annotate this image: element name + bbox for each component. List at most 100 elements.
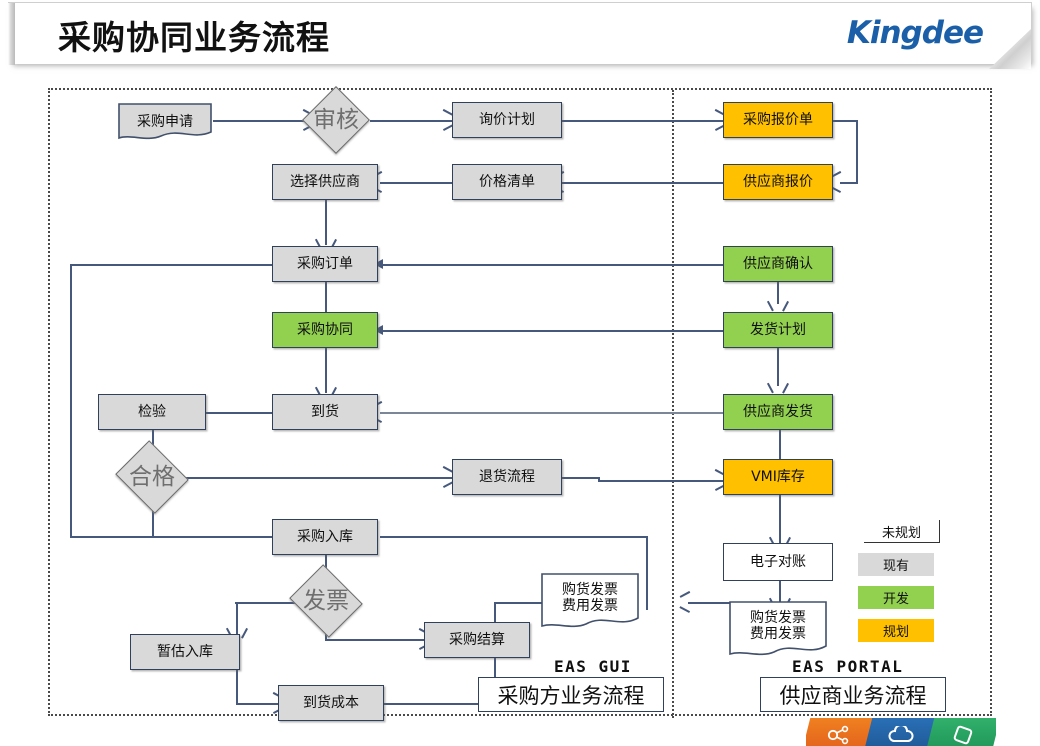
node-label: 供应商报价: [743, 173, 813, 190]
connector-request-to-review: [213, 120, 311, 122]
node-label: 采购入库: [297, 528, 353, 545]
decorative-badge-strip: [806, 718, 996, 746]
node-label: 采购申请: [137, 113, 193, 130]
node-purchase-request[interactable]: 采购申请: [117, 102, 213, 142]
connector-quotation-hook-bottom: [840, 182, 858, 184]
node-arrival-cost[interactable]: 到货成本: [278, 685, 384, 721]
node-label: 询价计划: [479, 111, 535, 128]
connector-arrival-to-inspection: [202, 412, 324, 414]
node-supplier-confirm[interactable]: 供应商确认: [723, 246, 833, 282]
node-return-process[interactable]: 退货流程: [452, 459, 562, 495]
legend-label: 规划: [882, 625, 909, 640]
connector-order-loop-top: [70, 264, 323, 266]
node-label: 到货: [311, 403, 339, 420]
arrowhead: [374, 259, 383, 269]
node-label: 发票: [303, 587, 349, 614]
node-provisional-inbound[interactable]: 暂估入库: [130, 634, 240, 670]
arrowhead: [772, 300, 784, 310]
arrowhead: [680, 596, 690, 608]
node-invoice-document-right[interactable]: 购货发票 费用发票: [728, 600, 828, 658]
left-flow-title-box[interactable]: 采购方业务流程: [478, 677, 664, 712]
arrowhead: [442, 114, 452, 126]
right-flow-title-box[interactable]: 供应商业务流程: [760, 677, 946, 712]
connector-provisional-to-cost-v: [236, 670, 238, 704]
arrowhead: [772, 382, 784, 392]
node-label: 价格清单: [479, 173, 535, 190]
connector-inquiry-to-quotation: [562, 120, 723, 122]
node-label: 采购结算: [449, 631, 505, 648]
connector-vmi-to-reconcile: [779, 495, 781, 543]
node-purchase-collaboration[interactable]: 采购协同: [272, 312, 378, 348]
node-supplier-quotation[interactable]: 供应商报价: [723, 164, 833, 200]
connector-reconcile-to-invoicedoc: [779, 561, 781, 604]
node-label: 审核: [313, 106, 359, 133]
flowchart-canvas: 采购申请 审核 询价计划 采购报价单 供应商报价 选择供应商 价格清单 采购订: [48, 86, 992, 721]
page-fold-icon: [989, 29, 1031, 69]
column-divider: [672, 90, 674, 718]
title-left-accent: [8, 3, 15, 65]
legend-item-development: 开发: [858, 586, 934, 609]
connector-qualified-to-inbound-h: [152, 536, 324, 538]
document-shape-icon: [118, 103, 212, 140]
connector-collab-to-arrival: [325, 348, 327, 393]
node-qualified[interactable]: 合格: [115, 440, 189, 514]
node-purchase-order[interactable]: 采购订单: [272, 246, 378, 282]
connector-deliveryplan-to-collab: [380, 330, 723, 332]
node-delivery-plan[interactable]: 发货计划: [723, 312, 833, 348]
node-label: 到货成本: [303, 694, 359, 711]
node-purchase-inbound[interactable]: 采购入库: [272, 519, 378, 555]
connector-invoice-to-provisional-h: [235, 602, 309, 604]
node-purchase-settlement[interactable]: 采购结算: [424, 622, 530, 658]
legend-item-unplanned: 未规划: [864, 520, 940, 543]
node-label: 采购报价单: [743, 111, 813, 128]
legend-item-existing: 现有: [858, 553, 934, 576]
arrowhead: [374, 325, 383, 335]
connector-pricelist-to-selectsupplier: [380, 182, 452, 184]
legend-label: 开发: [882, 592, 909, 607]
node-supplier-delivery[interactable]: 供应商发货: [723, 394, 833, 430]
right-system-label: EAS PORTAL: [792, 657, 904, 676]
connector-supplierconfirm-to-order: [380, 264, 723, 266]
node-invoice-document-left[interactable]: 购货发票 费用发票: [540, 572, 640, 630]
connector-return-to-vmi-b: [598, 477, 600, 481]
connector-invoice-to-provisional-v: [236, 602, 238, 634]
node-electronic-reconciliation[interactable]: 电子对账: [723, 543, 833, 581]
connector-review-to-inquiry: [370, 120, 452, 122]
node-inspection[interactable]: 检验: [98, 394, 206, 430]
right-flow-title: 供应商业务流程: [779, 683, 927, 708]
diamond-outline-icon: [925, 718, 996, 746]
connector-supplierdelivery-to-vmi: [779, 430, 781, 472]
left-flow-title: 采购方业务流程: [497, 683, 645, 708]
node-label: 供应商发货: [743, 403, 813, 420]
node-vmi-stock[interactable]: VMI库存: [723, 459, 833, 495]
left-system-label: EAS GUI: [554, 657, 632, 676]
node-price-list[interactable]: 价格清单: [452, 164, 562, 200]
connector-settlement-to-invoicedoc-v: [494, 602, 496, 630]
node-label: 检验: [138, 403, 166, 420]
node-label: 电子对账: [750, 553, 806, 570]
node-label: 采购协同: [297, 321, 353, 338]
node-inquiry-plan[interactable]: 询价计划: [452, 102, 562, 138]
node-arrival[interactable]: 到货: [272, 394, 378, 430]
cloud-icon: [863, 718, 939, 746]
node-label: 发货计划: [750, 321, 806, 338]
connector-invoice-to-settlement-h: [325, 639, 425, 641]
node-review[interactable]: 审核: [302, 86, 370, 154]
legend-label: 未规划: [881, 525, 921, 541]
node-label-line1: 购货发票: [562, 581, 618, 598]
page-title: 采购协同业务流程: [58, 18, 330, 57]
node-label: 供应商确认: [743, 255, 813, 272]
connector-order-to-collab: [325, 282, 327, 320]
node-purchase-quotation[interactable]: 采购报价单: [723, 102, 833, 138]
node-select-supplier[interactable]: 选择供应商: [272, 164, 378, 200]
node-label: VMI库存: [751, 468, 805, 485]
connector-supplierquote-to-pricelist: [562, 182, 723, 184]
connector-return-to-vmi-a: [562, 477, 600, 479]
connector-supplierinvoice-to-invoicedoc: [688, 602, 764, 604]
title-bar: 采购协同业务流程 Kingdee: [8, 2, 1032, 69]
arrowhead: [442, 471, 452, 483]
node-invoice[interactable]: 发票: [289, 564, 363, 638]
connector-inbound-to-invoicedoc-v: [646, 536, 648, 610]
connector-supplierdelivery-to-arrival: [380, 412, 723, 415]
